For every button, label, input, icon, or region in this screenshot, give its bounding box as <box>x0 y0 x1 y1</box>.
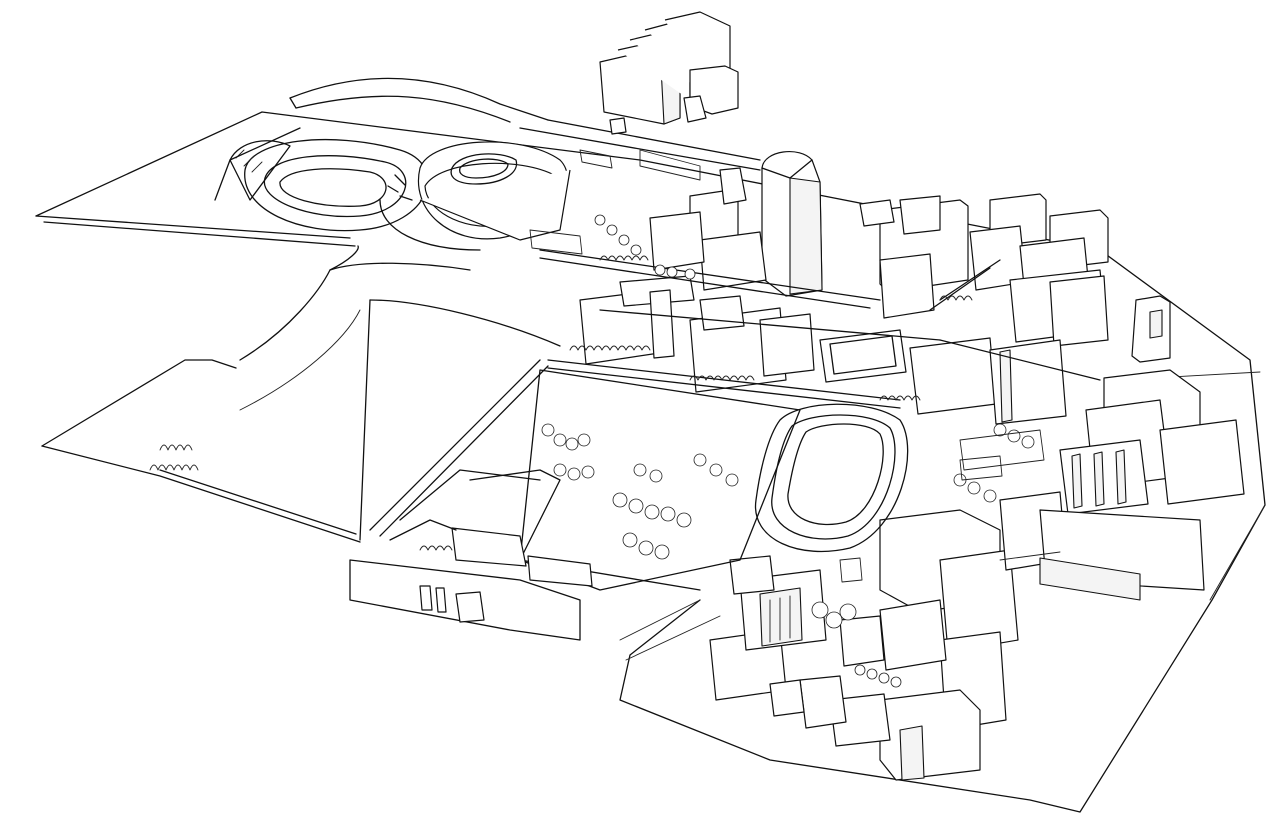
arena-building <box>379 141 571 251</box>
central-courtyard <box>579 275 907 393</box>
southwest-entrance <box>349 519 593 641</box>
east-cluster-upper <box>859 193 1171 363</box>
sports-track-north <box>214 127 429 232</box>
north-towers <box>599 11 739 135</box>
southeast-cluster <box>709 491 1205 781</box>
central-green <box>239 245 801 591</box>
detail-strokes <box>529 149 1061 661</box>
east-cluster-mid <box>909 337 1245 515</box>
internal-roads <box>369 249 1101 591</box>
tree-rows <box>149 255 973 551</box>
access-road <box>289 77 761 171</box>
sports-track-south <box>754 403 909 552</box>
